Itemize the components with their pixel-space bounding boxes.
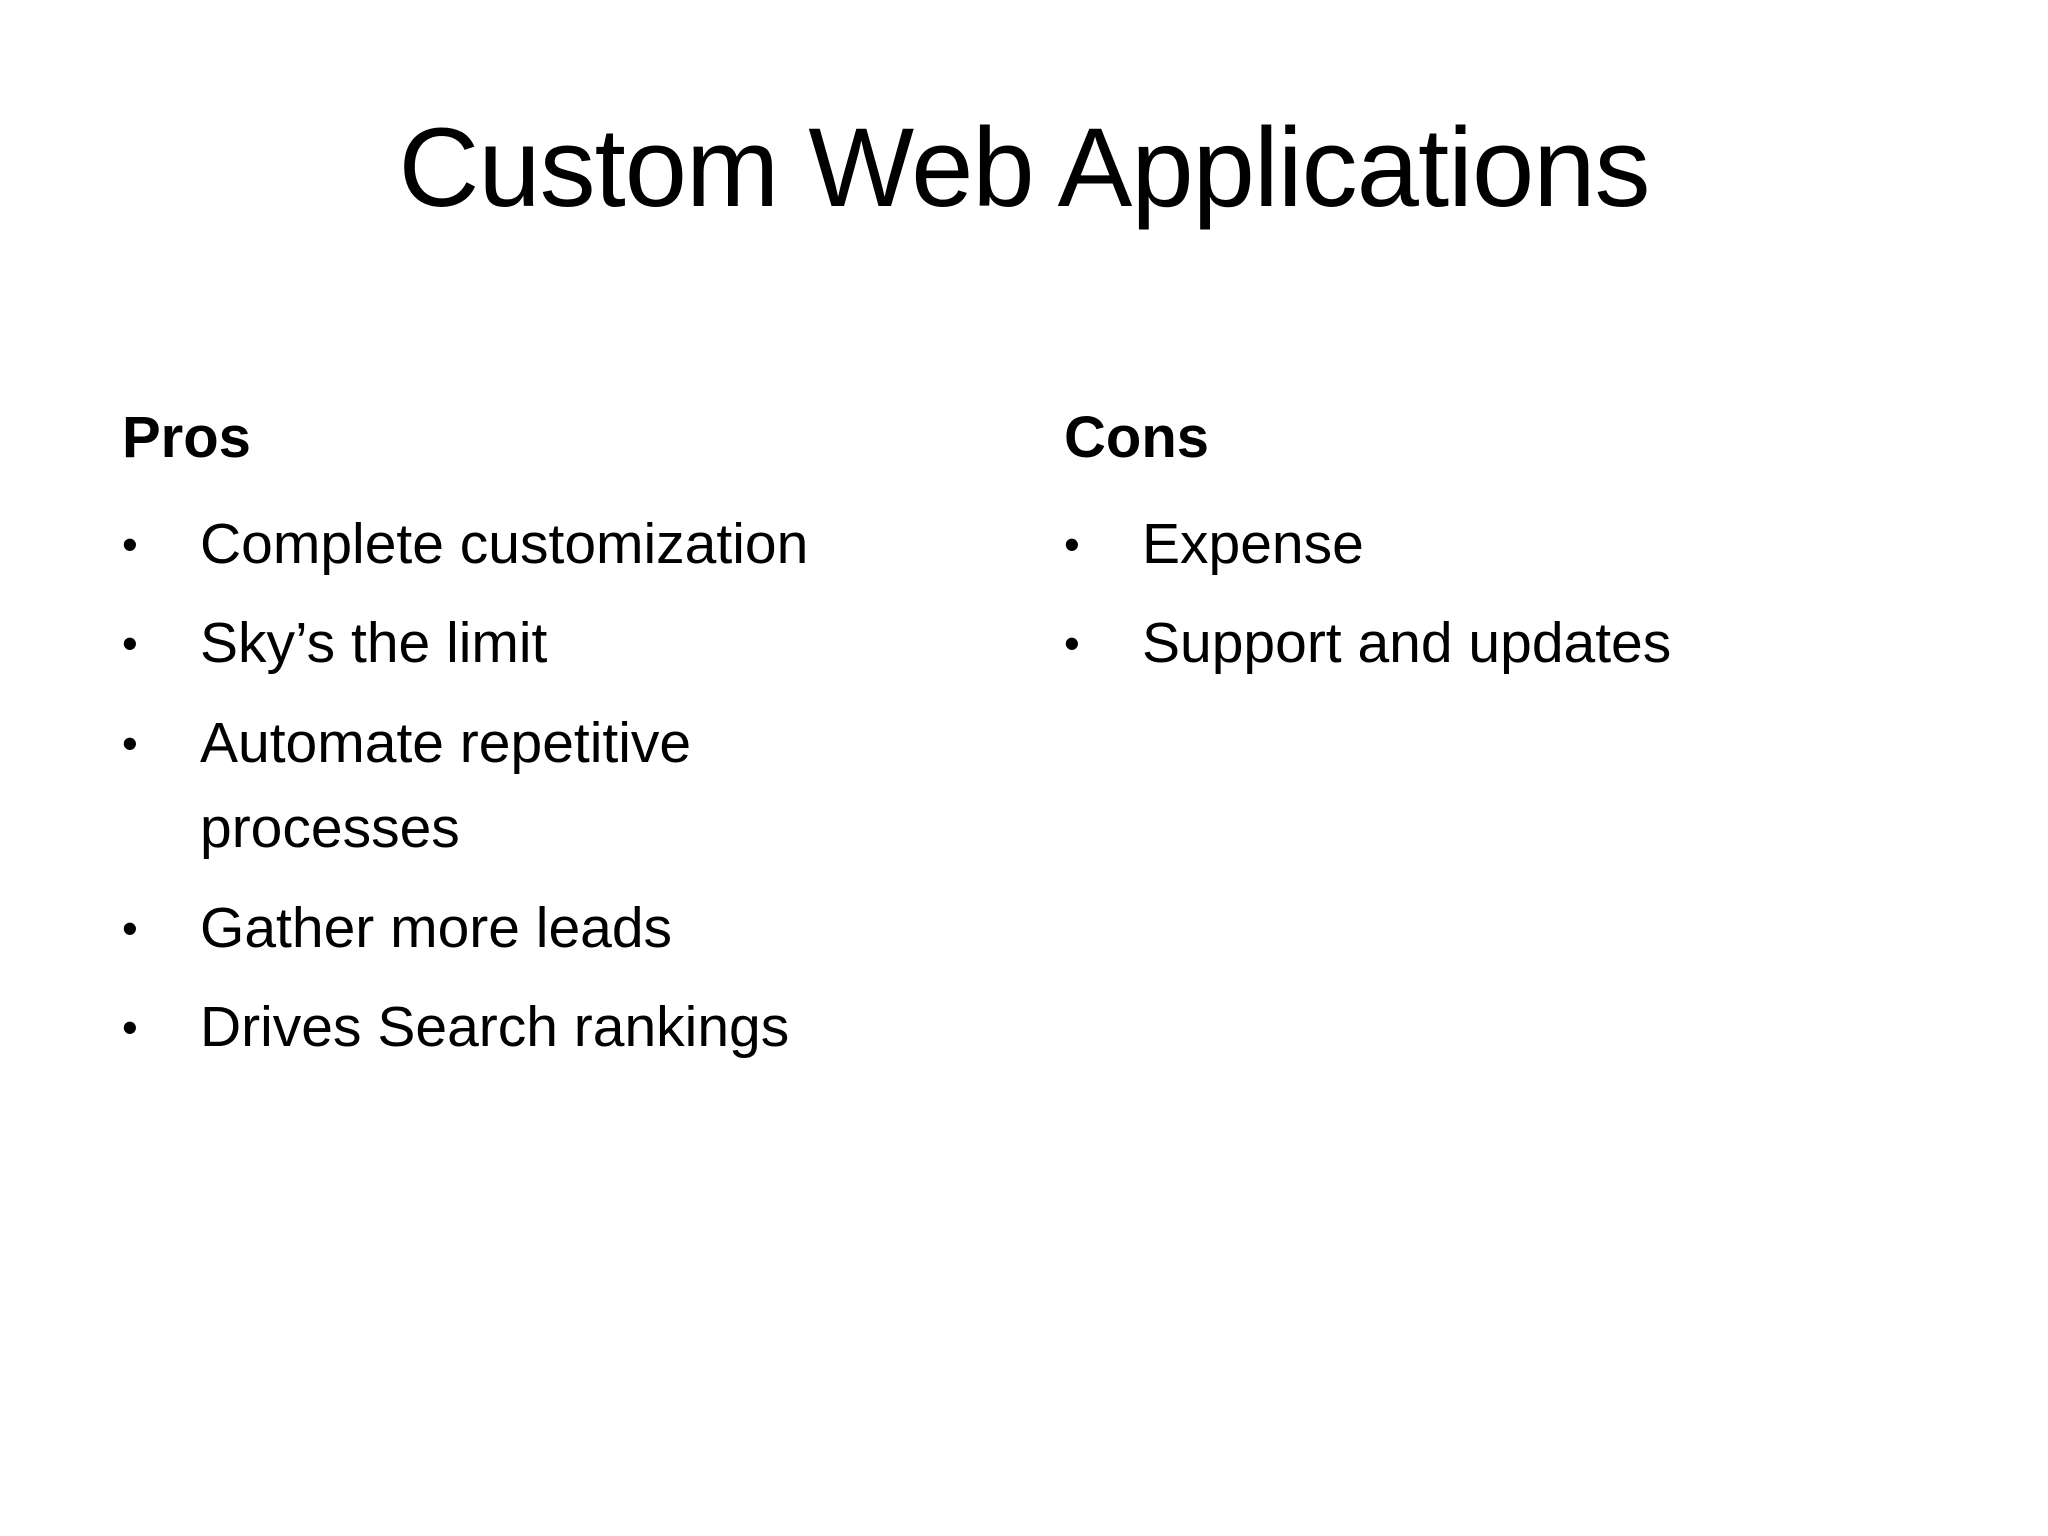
list-item-text: Sky’s the limit	[200, 611, 548, 676]
list-item: Gather more leads	[122, 886, 922, 972]
pros-header: Pros	[122, 405, 251, 470]
cons-header: Cons	[1064, 405, 1209, 470]
bullet-icon	[122, 886, 200, 972]
list-item-text: Gather more leads	[200, 895, 673, 960]
list-item: Expense	[1064, 502, 1934, 588]
bullet-icon	[122, 985, 200, 1071]
cons-column: Cons Expense Support and updates	[1064, 405, 1934, 701]
bullet-icon	[122, 601, 200, 687]
bullet-icon	[1064, 502, 1142, 588]
list-item-text: Expense	[1142, 511, 1364, 576]
list-item: Automate repetitive processes	[122, 701, 922, 872]
bullet-icon	[1064, 601, 1142, 687]
list-item-text: Drives Search rankings	[200, 995, 790, 1060]
bullet-icon	[122, 701, 200, 787]
list-item: Sky’s the limit	[122, 601, 922, 687]
pros-list: Complete customization Sky’s the limit A…	[122, 502, 922, 1071]
list-item-text: Support and updates	[1142, 611, 1672, 676]
list-item: Support and updates	[1064, 601, 1934, 687]
pros-column: Pros Complete customization Sky’s the li…	[122, 405, 922, 1085]
list-item: Drives Search rankings	[122, 985, 922, 1071]
bullet-icon	[122, 502, 200, 588]
list-item-text: Complete customization	[200, 511, 809, 576]
slide-title: Custom Web Applications	[398, 105, 1650, 230]
cons-list: Expense Support and updates	[1064, 502, 1934, 687]
list-item: Complete customization	[122, 502, 922, 588]
list-item-text: Automate repetitive processes	[200, 710, 692, 861]
